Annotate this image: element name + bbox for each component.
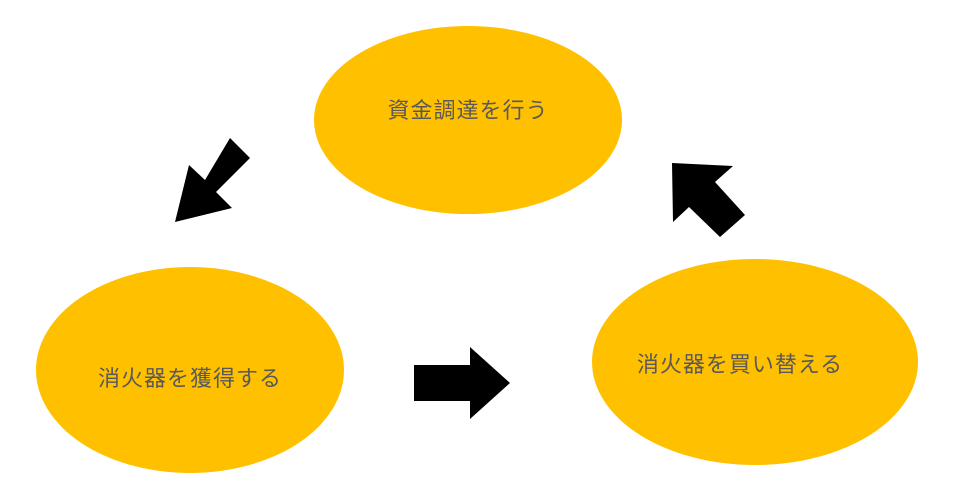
arrow-fundraising-to-acquire-icon — [175, 138, 250, 222]
node-acquire-shape — [36, 267, 344, 473]
node-replace-label: 消火器を買い替える — [637, 353, 843, 378]
node-acquire-label: 消火器を獲得する — [98, 367, 282, 392]
node-fundraising: 資金調達を行う — [314, 26, 622, 214]
node-fundraising-label: 資金調達を行う — [387, 99, 548, 124]
node-replace: 消火器を買い替える — [592, 259, 918, 465]
node-acquire: 消火器を獲得する — [36, 267, 344, 473]
arrow-replace-to-fundraising-icon — [672, 163, 745, 237]
arrow-acquire-to-replace-icon — [414, 347, 510, 419]
node-fundraising-shape — [314, 26, 622, 214]
node-replace-shape — [592, 259, 918, 465]
